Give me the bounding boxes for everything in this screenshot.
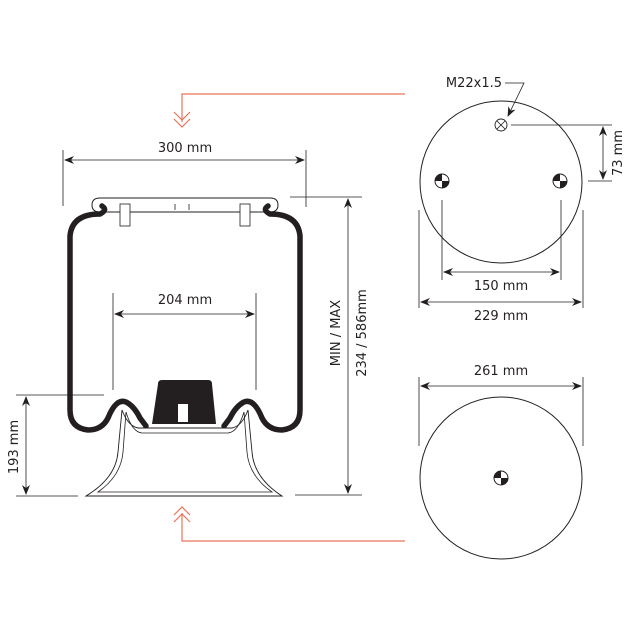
- bellows-side-view: [67, 197, 303, 497]
- dimension-overall-height: MIN / MAX 234 / 586mm: [290, 196, 370, 496]
- piston-height-label: 193 mm: [7, 420, 22, 474]
- air-inlet-icon: [494, 118, 508, 132]
- thread-label: M22x1.5: [446, 76, 502, 91]
- height-range-value: 234 / 586mm: [355, 289, 370, 377]
- dimension-top-width: 300 mm: [62, 141, 307, 207]
- center-mount-icon: [493, 470, 509, 486]
- stud-right-icon: [552, 173, 568, 189]
- stud-left-icon: [434, 173, 450, 189]
- bottom-piston-view: 261 mm: [418, 364, 584, 560]
- height-range-label: MIN / MAX: [329, 300, 344, 367]
- stud-offset-label: 73 mm: [611, 130, 626, 176]
- top-width-label: 300 mm: [158, 141, 212, 156]
- dimension-piston-height: 193 mm: [7, 394, 104, 497]
- dimension-piston-width: 204 mm: [112, 293, 257, 390]
- piston-diameter-label: 261 mm: [474, 364, 528, 379]
- piston-width-label: 204 mm: [158, 293, 212, 308]
- top-view-indicator: [173, 93, 405, 128]
- stud-spacing-label: 150 mm: [474, 279, 528, 294]
- plate-diameter-label: 229 mm: [474, 309, 528, 324]
- top-plate-view: M22x1.5 73 mm 150 mm 229 mm: [418, 76, 626, 324]
- bottom-view-indicator: [173, 506, 405, 542]
